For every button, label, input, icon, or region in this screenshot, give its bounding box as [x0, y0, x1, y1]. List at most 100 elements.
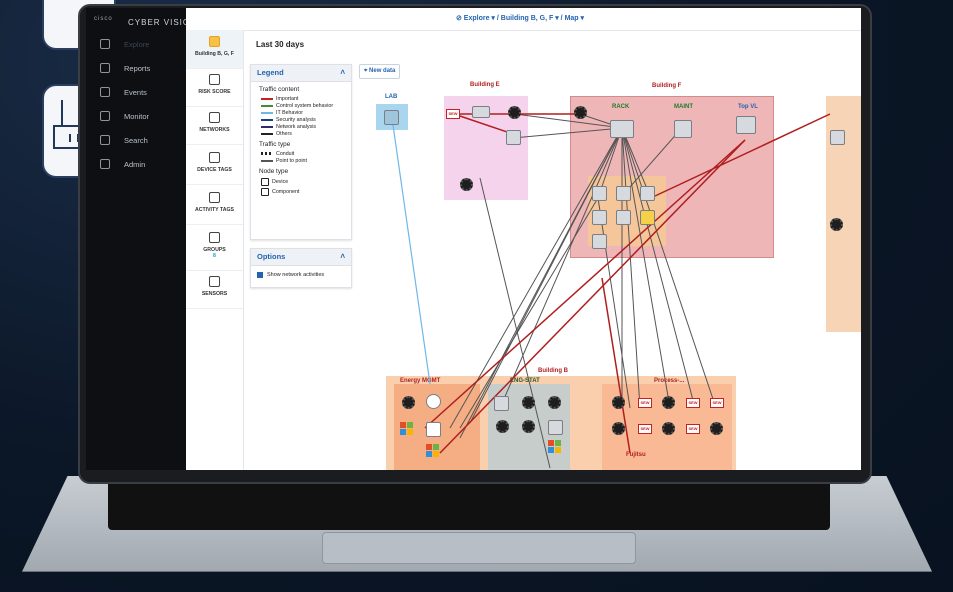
cisco-logo: cisco [94, 16, 113, 22]
legend-panel: Legend˄ Traffic content Important Contro… [250, 64, 352, 240]
building-e-device-node[interactable]: SEW [446, 109, 460, 119]
sidebar-item-label: Events [124, 87, 147, 97]
eng-stat-node[interactable] [494, 396, 509, 411]
zone-label-rack: RACK [612, 104, 630, 110]
subnav-building[interactable]: Building B, G, F [186, 30, 243, 69]
main-sidebar: cisco CYBER VISION Explore Reports Event… [86, 8, 196, 470]
energy-gear-node[interactable] [402, 396, 415, 409]
process-sew-node-2[interactable]: SEW [686, 398, 700, 408]
sidebar-item-label: Explore [124, 39, 150, 49]
top-bar: ⊘ Explore ▾ / Building B, G, F ▾ / Map ▾ [186, 8, 861, 31]
subnav-label: GROUPS [203, 247, 226, 253]
f-sub-node-2[interactable] [616, 186, 631, 201]
rack-device-node[interactable] [610, 120, 634, 138]
eng-stat-node-2[interactable] [548, 420, 563, 435]
process-gear-node-5[interactable] [710, 422, 723, 435]
process-sew-node-3[interactable]: SEW [710, 398, 724, 408]
f-sub-node-4[interactable] [592, 210, 607, 225]
sidebar-item-reports[interactable]: Reports [86, 58, 186, 78]
subnav-label: NETWORKS [199, 127, 230, 133]
pin-icon: ⌖ [364, 68, 370, 74]
product-name: CYBER VISION [128, 18, 197, 27]
f-sub-node-7[interactable] [592, 234, 607, 249]
subnav-device-tags[interactable]: DEVICE TAGS [186, 146, 243, 185]
gear-icon [100, 159, 110, 169]
f-sub-node-6[interactable] [640, 210, 655, 225]
eng-stat-gear-node-2[interactable] [548, 396, 561, 409]
building-f-gear-node[interactable] [574, 106, 587, 119]
lab-device-node[interactable] [384, 110, 399, 125]
zone-label-building-f: Building F [652, 83, 682, 89]
chevron-up-icon[interactable]: ˄ [340, 68, 345, 77]
network-icon [209, 112, 220, 123]
eng-stat-gear-node[interactable] [522, 396, 535, 409]
subnav-networks[interactable]: NETWORKS [186, 106, 243, 145]
zone-label-energy-mgmt: Energy MGMT [400, 378, 441, 384]
sidebar-item-admin[interactable]: Admin [86, 154, 186, 174]
sidebar-item-events[interactable]: Events [86, 82, 186, 102]
activity-icon [209, 192, 220, 203]
new-data-label: New data [369, 68, 396, 74]
group-icon [209, 232, 220, 243]
f-sub-node-3[interactable] [640, 186, 655, 201]
legend-header[interactable]: Legend˄ [251, 65, 351, 82]
process-sew-node-4[interactable]: SEW [638, 424, 652, 434]
process-gear-node-2[interactable] [662, 396, 675, 409]
maint-device-node[interactable] [674, 120, 692, 138]
sidebar-item-explore[interactable]: Explore [86, 34, 186, 54]
zone-label-top-vl: Top VL [738, 104, 758, 110]
eng-stat-gear-node-4[interactable] [522, 420, 535, 433]
time-range[interactable]: Last 30 days [256, 40, 305, 49]
right-zone-gear-node[interactable] [830, 218, 843, 231]
building-e-server-node[interactable] [506, 130, 521, 145]
brand-logo: cisco CYBER VISION [94, 16, 196, 27]
process-sew-node-5[interactable]: SEW [686, 424, 700, 434]
energy-wireless-node[interactable] [426, 422, 441, 437]
explore-icon [100, 39, 110, 49]
options-header[interactable]: Options ˄ [251, 249, 351, 266]
windows-node[interactable] [400, 422, 414, 436]
subnav-sensors[interactable]: SENSORS [186, 270, 243, 309]
show-network-checkbox[interactable]: Show network activities [257, 272, 351, 278]
subnav-label: ACTIVITY TAGS [194, 207, 234, 213]
groups-count: 8 [213, 253, 216, 259]
checkbox-label: Show network activities [267, 272, 325, 278]
energy-h-node[interactable] [426, 394, 441, 409]
monitor-icon [100, 111, 110, 121]
building-e-switch-node[interactable] [472, 106, 490, 118]
building-e-gear-node[interactable] [508, 106, 521, 119]
windows-node[interactable] [426, 444, 440, 458]
subnav-risk-score[interactable]: RISK SCORE [186, 68, 243, 107]
subnav-activity-tags[interactable]: ACTIVITY TAGS [186, 186, 243, 225]
breadcrumb[interactable]: ⊘ Explore ▾ / Building B, G, F ▾ / Map ▾ [456, 15, 585, 22]
legend-item: Device [261, 177, 351, 187]
search-icon [100, 135, 110, 145]
zone-label-building-e: Building E [470, 82, 500, 88]
process-gear-node-4[interactable] [662, 422, 675, 435]
zone-label-process: Process-... [654, 378, 685, 384]
options-title: Options [257, 252, 286, 261]
building-e-gear-node-2[interactable] [460, 178, 473, 191]
network-map[interactable]: LAB Building E Building F RACK MAINT Top… [330, 78, 861, 470]
windows-node[interactable] [548, 440, 562, 454]
sidebar-item-search[interactable]: Search [86, 130, 186, 150]
process-gear-node[interactable] [612, 396, 625, 409]
f-sub-node-5[interactable] [616, 210, 631, 225]
legend-item: Conduit [261, 150, 351, 157]
zone-label-lab: LAB [385, 94, 398, 100]
process-gear-node-3[interactable] [612, 422, 625, 435]
eng-stat-gear-node-3[interactable] [496, 420, 509, 433]
sidebar-item-monitor[interactable]: Monitor [86, 106, 186, 126]
chevron-up-icon[interactable]: ˄ [340, 252, 345, 261]
gauge-icon [209, 74, 220, 85]
process-sew-node[interactable]: SEW [638, 398, 652, 408]
top-vl-device-node[interactable] [736, 116, 756, 134]
tag-icon [209, 152, 220, 163]
right-zone-node[interactable] [830, 130, 845, 145]
new-data-button[interactable]: ⌖ New data [359, 64, 401, 79]
legend-item: Important [261, 95, 351, 102]
sensor-icon [209, 276, 220, 287]
f-sub-node-1[interactable] [592, 186, 607, 201]
legend-section-traffic-content: Traffic content [259, 86, 300, 93]
